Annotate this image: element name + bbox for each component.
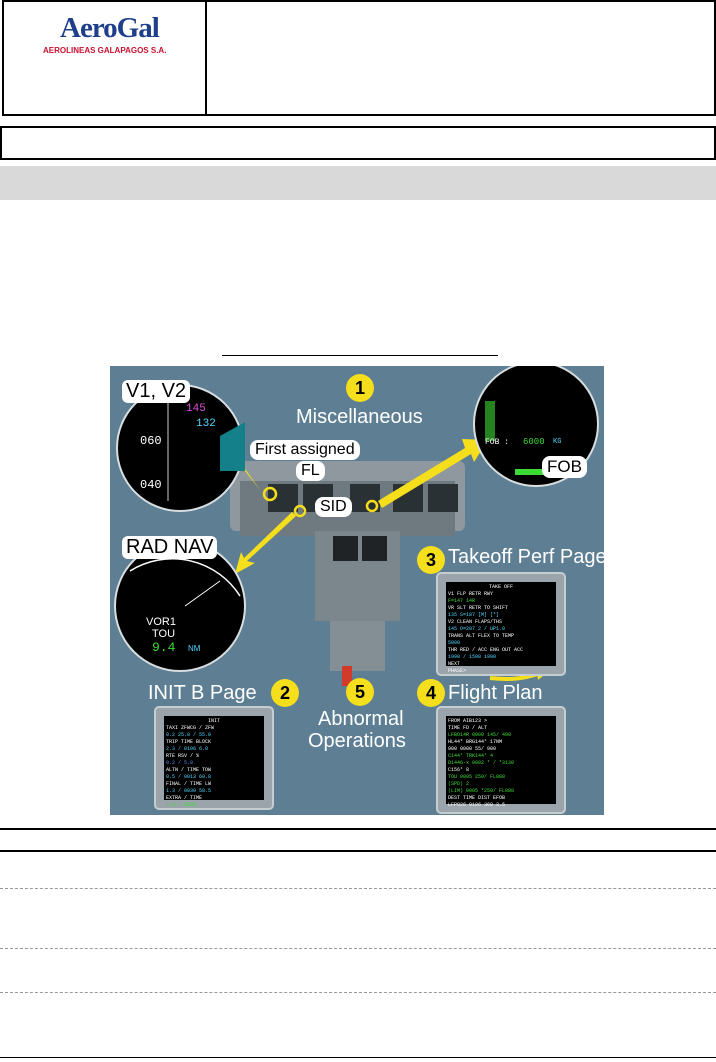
marker-3: 3 bbox=[417, 546, 445, 574]
marker-1: 1 bbox=[346, 374, 374, 402]
mcdu-line: TRIP TIME BLOCK bbox=[166, 739, 262, 746]
reference-box bbox=[0, 126, 716, 160]
nd-vor: VOR1 bbox=[146, 616, 176, 628]
ecam-gauge bbox=[485, 401, 495, 441]
revision-table bbox=[0, 828, 716, 1030]
label-v1v2: V1, V2 bbox=[122, 380, 190, 403]
mcdu-line: RTE RSV / % bbox=[166, 753, 262, 760]
mcdu-line: TRANS ALT FLEX TO TEMP bbox=[448, 633, 554, 640]
label-fob: FOB bbox=[542, 456, 587, 478]
section-header-bar bbox=[0, 166, 716, 200]
mcdu-line: 135 S=187 [M] [*] bbox=[448, 612, 554, 619]
speed-cyan: 132 bbox=[196, 418, 216, 430]
mcdu-line: (SPD) 2 bbox=[448, 781, 554, 788]
mcdu-line: D1446-x 0002 * / *3130 bbox=[448, 760, 554, 767]
mcdu-line: (LIM) 0005 *250/ FL088 bbox=[448, 788, 554, 795]
mcdu-line: 5000 bbox=[448, 640, 554, 647]
mcdu-takeoff-screen: TAKE OFF V1 FLP RETR RWY F=147 14R VR SL… bbox=[446, 582, 556, 666]
mcdu-line: THR RED / ACC ENG OUT ACC bbox=[448, 647, 554, 654]
speed-tick-060: 060 bbox=[140, 434, 162, 448]
mcdu-line: C156° 8 bbox=[448, 767, 554, 774]
mcdu-line: VR SLT RETR TO SHIFT bbox=[448, 605, 554, 612]
mcdu-flight-plan: FROM AIB123 > TIME FD / ALT LFBO14R 0000… bbox=[436, 706, 566, 814]
fob-label: FOB : bbox=[485, 438, 509, 447]
mcdu-line: NEXT bbox=[448, 661, 554, 668]
ecam-bar bbox=[515, 469, 545, 475]
label-fl: FL bbox=[296, 461, 325, 481]
speed-tick-040: 040 bbox=[140, 478, 162, 492]
mcdu-line: TIME FD / ALT bbox=[448, 725, 554, 732]
mcdu-init-b: INIT TAXI ZFWCG / ZFW 0.2 25.0 / 55.0 TR… bbox=[154, 706, 274, 810]
pfd-screen-right bbox=[428, 484, 458, 512]
mcdu-line: 0.2 / 5.0 bbox=[166, 760, 262, 767]
mcdu-line: LFPO26 0106 360 3.5 bbox=[448, 802, 554, 809]
logo: AeroGal bbox=[60, 12, 159, 45]
logo-box: AeroGal AEROLINEAS GALAPAGOS S.A. bbox=[2, 0, 207, 116]
mcdu-line: V1 FLP RETR RWY bbox=[448, 591, 554, 598]
mcdu-fplan-screen: FROM AIB123 > TIME FD / ALT LFBO14R 0000… bbox=[446, 716, 556, 804]
fob-unit: KG bbox=[553, 438, 561, 446]
mcdu-line: TAKE OFF bbox=[448, 584, 554, 591]
mcdu-line: 2.3 / 0106 6.0 bbox=[166, 746, 262, 753]
mcdu-line: 0.2 25.0 / 55.0 bbox=[166, 732, 262, 739]
table-row-divider bbox=[0, 992, 716, 993]
mcdu-right bbox=[362, 536, 387, 561]
mcdu-line: C144° TRK144° 4 bbox=[448, 753, 554, 760]
mcdu-line: DEST TIME DIST EFOB bbox=[448, 795, 554, 802]
marker-4: 4 bbox=[417, 679, 445, 707]
marker-2: 2 bbox=[271, 679, 299, 707]
pedestal-lower bbox=[330, 621, 385, 671]
nd-rose bbox=[115, 541, 245, 671]
mcdu-line: EXTRA / TIME bbox=[166, 795, 262, 802]
mcdu-takeoff-perf: TAKE OFF V1 FLP RETR RWY F=147 14R VR SL… bbox=[436, 572, 566, 676]
nd-ident: TOU bbox=[152, 628, 175, 640]
table-row-divider bbox=[0, 888, 716, 889]
figure-caption-underline bbox=[222, 355, 498, 356]
label-rad-nav: RAD NAV bbox=[122, 536, 217, 559]
mcdu-line: TOU 0005 250/ FL088 bbox=[448, 774, 554, 781]
speed-magenta: 145 bbox=[186, 403, 206, 415]
mcdu-line: LFBO14R 0000 145/ 490 bbox=[448, 732, 554, 739]
label-init-b: INIT B Page bbox=[148, 682, 257, 705]
table-header-row bbox=[0, 830, 716, 852]
nd-dist: 9.4 bbox=[152, 640, 175, 655]
mcdu-line: V2 CLEAN FLAPS/THS bbox=[448, 619, 554, 626]
logo-subtitle: AEROLINEAS GALAPAGOS S.A. bbox=[43, 46, 166, 55]
mcdu-line: 900 0000 55/ 900 bbox=[448, 746, 554, 753]
mcdu-line: TAXI ZFWCG / ZFW bbox=[166, 725, 262, 732]
table-row-divider bbox=[0, 948, 716, 949]
mcdu-line: 1.6 / 0030 bbox=[166, 802, 262, 809]
mcdu-left bbox=[333, 536, 358, 561]
marker-5: 5 bbox=[346, 678, 374, 706]
label-takeoff-perf: Takeoff Perf Page bbox=[448, 546, 604, 569]
label-abnormal: Abnormal bbox=[318, 708, 404, 731]
mcdu-line: 145 O=207 2 / UP1.0 bbox=[448, 626, 554, 633]
mcdu-line: 1.3 / 0030 58.5 bbox=[166, 788, 262, 795]
cockpit-diagram: 145 132 060 040 FOB : 6000 KG VOR1 TOU 9… bbox=[110, 366, 604, 815]
mcdu-init-screen: INIT TAXI ZFWCG / ZFW 0.2 25.0 / 55.0 TR… bbox=[164, 716, 264, 800]
mcdu-line: INIT bbox=[166, 718, 262, 725]
mcdu-line: FROM AIB123 > bbox=[448, 718, 554, 725]
fob-value: 6000 bbox=[523, 437, 545, 447]
label-sid: SID bbox=[315, 497, 352, 517]
mcdu-line: HL44* BRG144° 17NM bbox=[448, 739, 554, 746]
label-miscellaneous: Miscellaneous bbox=[296, 406, 423, 429]
label-first-assigned: First assigned bbox=[250, 440, 360, 460]
mcdu-line: ALTN / TIME TOW bbox=[166, 767, 262, 774]
label-operations: Operations bbox=[308, 730, 406, 753]
mcdu-line: F=147 14R bbox=[448, 598, 554, 605]
nd-unit: NM bbox=[188, 644, 200, 653]
title-box bbox=[205, 0, 716, 116]
footer-rule bbox=[0, 1057, 716, 1058]
mcdu-line: 1990 / 1500 1990 bbox=[448, 654, 554, 661]
mcdu-line: FINAL / TIME LW bbox=[166, 781, 262, 788]
label-flight-plan: Flight Plan bbox=[448, 682, 543, 705]
mcdu-line: PHASE> bbox=[448, 668, 554, 675]
mcdu-line: 0.5 / 0013 60.8 bbox=[166, 774, 262, 781]
